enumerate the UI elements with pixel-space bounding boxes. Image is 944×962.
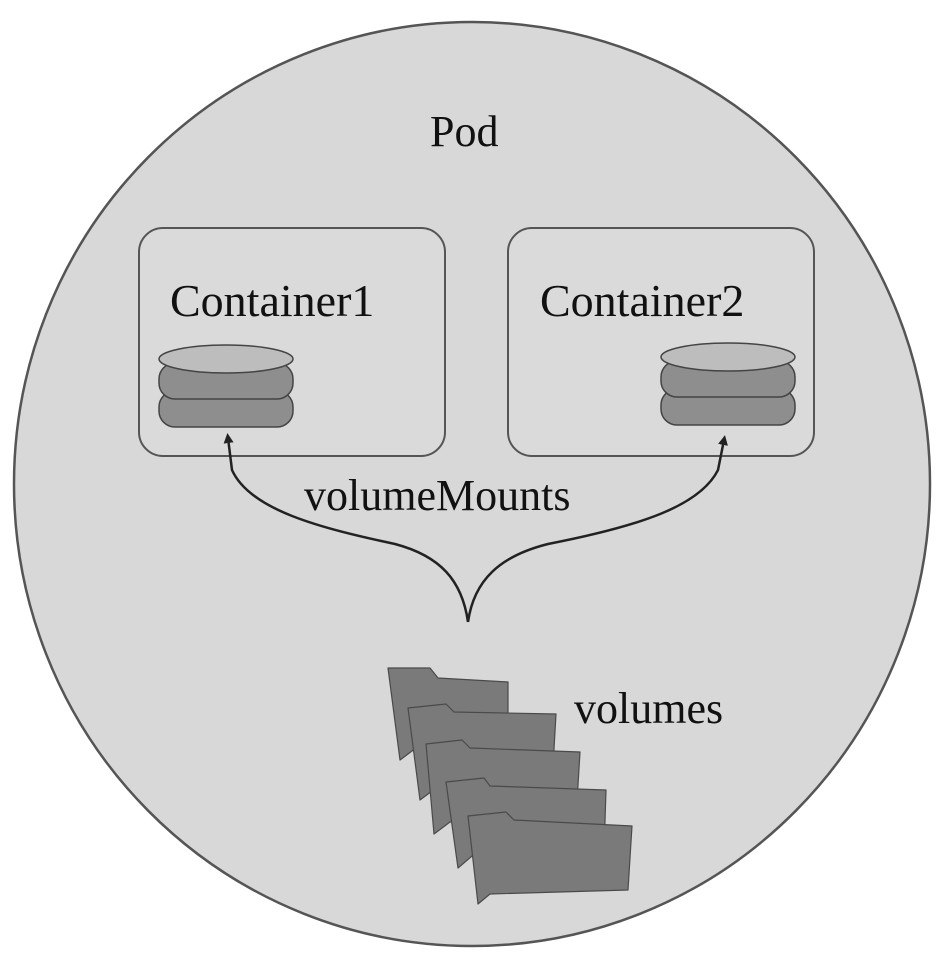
container2-label: Container2 — [540, 275, 745, 326]
database-icon — [158, 344, 294, 428]
folder-stack-icon — [387, 667, 633, 905]
mount-arrow-right — [466, 435, 728, 623]
pod-label: Pod — [430, 107, 499, 156]
container1-label: Container1 — [170, 275, 375, 326]
volumes-label: volumes — [574, 684, 724, 733]
volume-mounts-label: volumeMounts — [304, 471, 571, 520]
database-icon — [660, 342, 796, 426]
mount-arrow-left — [223, 433, 470, 623]
